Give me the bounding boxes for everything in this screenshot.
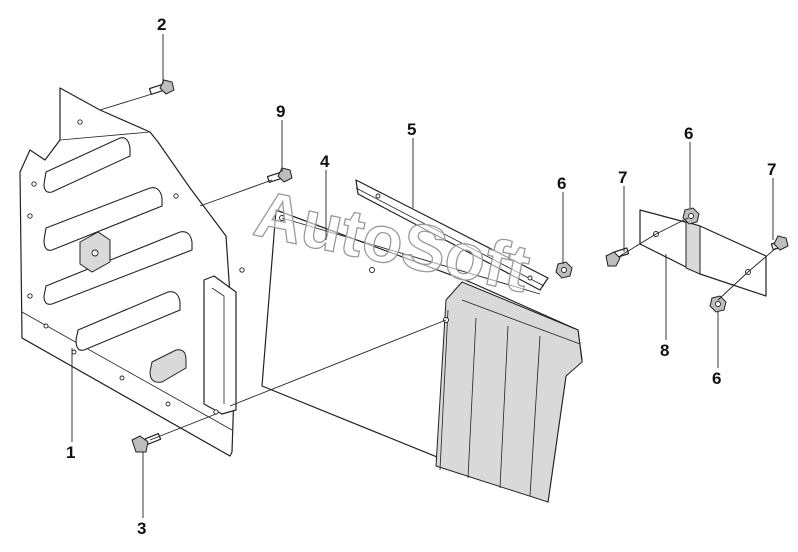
part-8-bracket — [639, 209, 767, 297]
mud-flap-rib-4 — [529, 335, 541, 497]
shield-hole — [213, 409, 219, 415]
shield-hole — [239, 267, 245, 273]
shield-panel-upper-edge — [59, 131, 151, 141]
bolt-3 — [131, 432, 162, 453]
callout-4: 4 — [320, 152, 330, 171]
shield-hole — [173, 193, 179, 199]
nut-6-bottom — [709, 295, 727, 313]
shield-hole — [31, 181, 37, 187]
shield-hole — [71, 349, 77, 355]
clamp-strip-body — [355, 179, 549, 291]
callout-6-bottom: 6 — [712, 369, 721, 388]
part-5-clamp-strip — [355, 179, 549, 291]
shield-slot-1 — [43, 137, 131, 193]
bolt-7-left — [605, 247, 630, 267]
bracket-body — [639, 209, 767, 297]
callout-leaders — [71, 34, 774, 518]
callout-7-left: 7 — [618, 168, 627, 187]
nut-6-middle — [555, 261, 573, 279]
shield-slot-3 — [43, 231, 193, 305]
alignment-lines — [99, 93, 777, 441]
mud-flap-rib-2 — [467, 317, 477, 479]
shield-hole — [77, 119, 83, 125]
shield-hole — [43, 323, 49, 329]
callout-labels: 2 9 4 5 6 7 6 7 8 6 1 3 — [66, 15, 776, 538]
mud-flap-rib-3 — [499, 325, 509, 489]
shield-hole — [27, 213, 33, 219]
mud-flap-rib-1 — [439, 309, 449, 471]
mud-flap-hole — [369, 267, 375, 273]
bracket-bend — [685, 221, 701, 275]
callout-8: 8 — [660, 341, 669, 360]
part-4-mud-flap — [261, 209, 583, 503]
callout-6-middle: 6 — [557, 174, 566, 193]
callout-1: 1 — [66, 443, 75, 462]
mud-flap-top-fold — [461, 299, 581, 345]
shield-slot-4 — [75, 291, 181, 351]
callout-7-right: 7 — [767, 160, 776, 179]
clamp-strip-flange — [355, 187, 545, 287]
mud-flap-reinforcement — [435, 281, 583, 503]
shield-hole — [119, 375, 125, 381]
shield-panel-lower-flange — [21, 311, 233, 431]
shield-side-rail — [203, 275, 237, 415]
clamp-strip-hole — [375, 193, 381, 199]
shield-bracket-hole — [91, 249, 99, 257]
nut-6-top — [682, 207, 700, 225]
shield-grip-recess — [149, 349, 187, 383]
shield-hole — [165, 401, 171, 407]
part-1-shield-panel — [19, 87, 245, 457]
shield-side-rail-inner — [211, 287, 225, 404]
bolt-7-right — [770, 235, 789, 251]
callout-9: 9 — [276, 102, 285, 121]
bolt-2 — [148, 79, 175, 95]
shield-slot-2 — [43, 187, 163, 251]
clamp-strip-hole — [527, 275, 533, 281]
callout-6-top: 6 — [684, 124, 693, 143]
callout-2: 2 — [157, 15, 166, 34]
callout-3: 3 — [137, 519, 146, 538]
shield-panel-lower-flange-edge — [21, 337, 231, 457]
callout-5: 5 — [407, 120, 416, 139]
shield-hole — [27, 293, 33, 299]
